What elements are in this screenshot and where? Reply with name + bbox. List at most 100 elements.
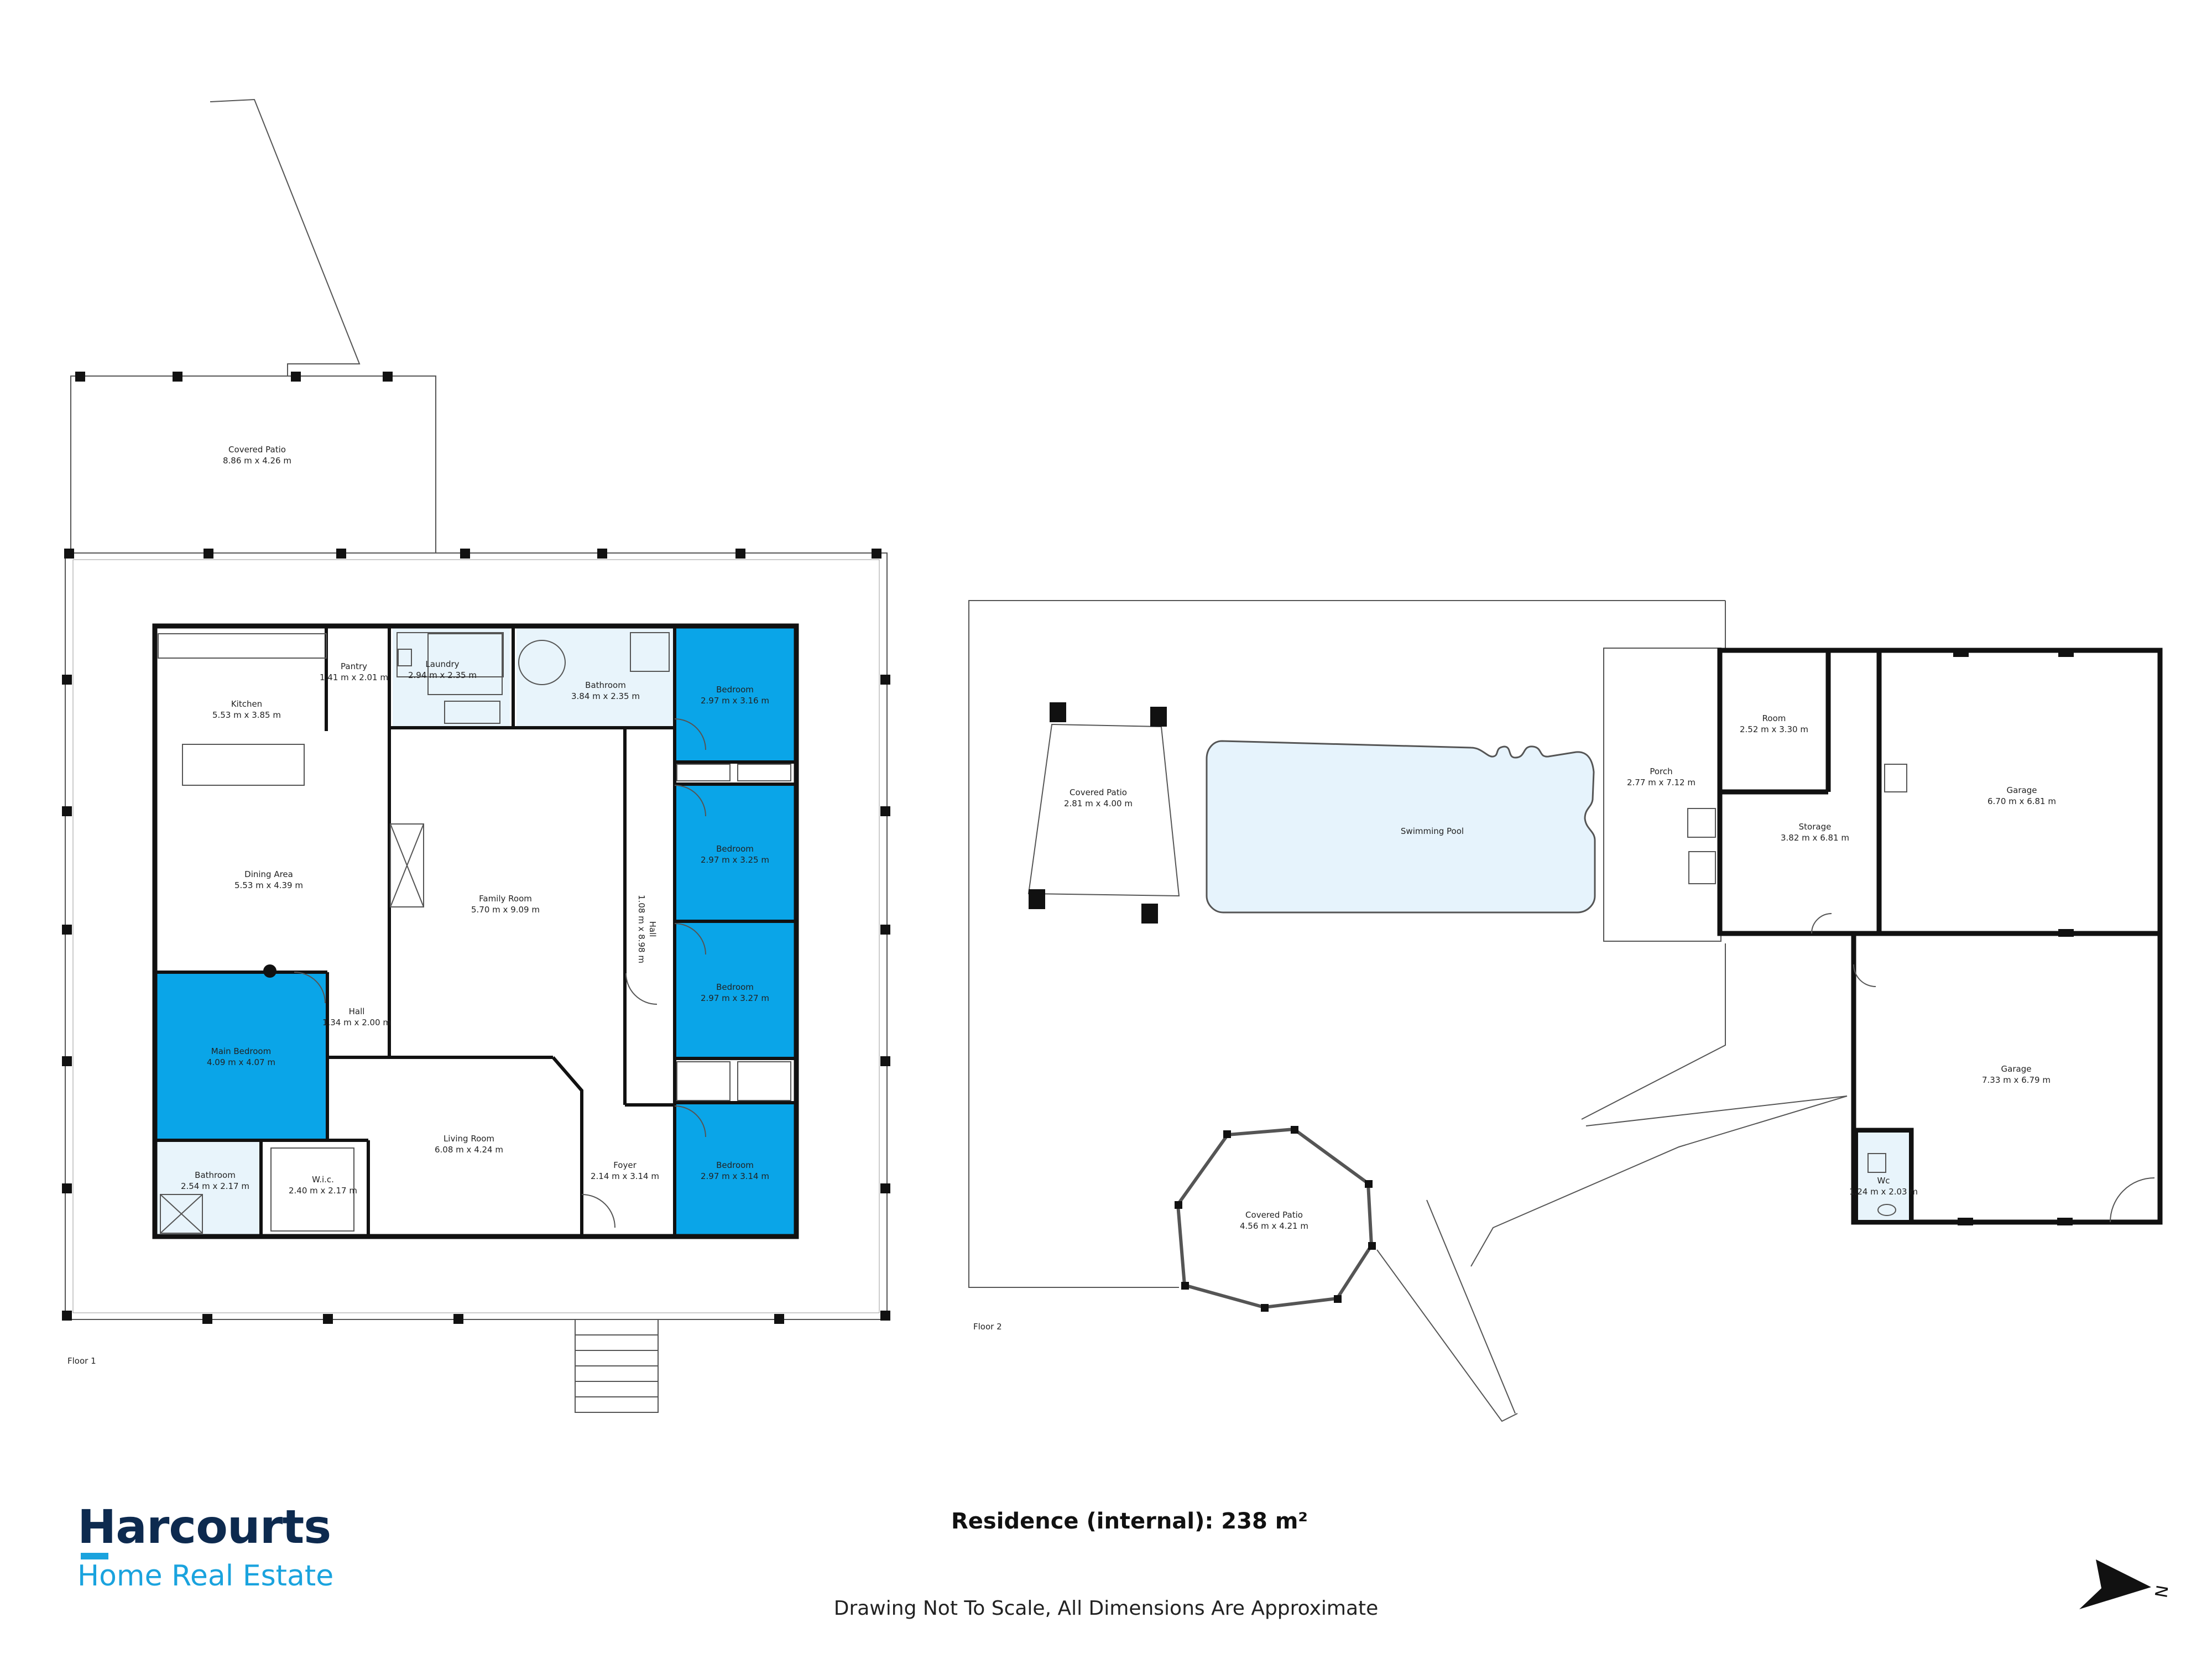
room-name: Covered Patio bbox=[1070, 787, 1127, 797]
outbuilding-fixtures bbox=[1811, 764, 2155, 1223]
room-dims: 3.82 m x 6.81 m bbox=[1781, 833, 1849, 843]
floor-1-label: Floor 1 bbox=[67, 1356, 96, 1366]
room-name: Bathroom bbox=[195, 1170, 236, 1180]
room-label: W.i.c.2.40 m x 2.17 m bbox=[289, 1175, 357, 1196]
room-name: Dining Area bbox=[244, 869, 293, 879]
floor-2: Covered Patio 2.81 m x 4.00 m Swimming Po… bbox=[968, 600, 2163, 1422]
room-dims: 2.94 m x 2.35 m bbox=[408, 670, 477, 680]
exterior-walls bbox=[152, 623, 799, 1239]
room-dims: 6.70 m x 6.81 m bbox=[1987, 796, 2056, 806]
room-name: Main Bedroom bbox=[211, 1046, 271, 1056]
room-label: Hall 1.34 m x 2.00 m bbox=[322, 1006, 391, 1027]
room-dims: 2.52 m x 3.30 m bbox=[1740, 724, 1808, 734]
covered-patio-small bbox=[1027, 702, 1180, 924]
room-dims: 6.08 m x 4.24 m bbox=[435, 1145, 503, 1155]
room-name: Kitchen bbox=[231, 699, 262, 709]
room-dims: 5.70 m x 9.09 m bbox=[471, 905, 540, 915]
veranda-posts bbox=[62, 372, 890, 1324]
veranda-outline bbox=[65, 552, 888, 1320]
room-name: Wc bbox=[1877, 1176, 1890, 1186]
floor-2-label: Floor 2 bbox=[973, 1322, 1002, 1332]
room-dims: 2.97 m x 3.25 m bbox=[701, 855, 769, 865]
octagon-posts bbox=[1175, 1126, 1376, 1312]
room-name: Swimming Pool bbox=[1401, 826, 1464, 836]
room-dims: 1.24 m x 2.03 m bbox=[1849, 1187, 1918, 1197]
room-name: Covered Patio bbox=[1245, 1210, 1303, 1220]
brand-logo-name: Harcourts bbox=[77, 1500, 331, 1554]
room-name: Pantry bbox=[341, 661, 367, 671]
outbuilding-walls bbox=[1717, 648, 2163, 1225]
room-dims: 8.86 m x 4.26 m bbox=[223, 456, 291, 466]
room-label: Hall1.08 m x 8.98 m bbox=[637, 895, 658, 963]
porch bbox=[1603, 648, 1721, 942]
room-dims: 2.97 m x 3.27 m bbox=[701, 993, 769, 1003]
room-name: Family Room bbox=[479, 894, 532, 904]
room-dims: 2.97 m x 3.16 m bbox=[701, 696, 769, 706]
fixtures bbox=[158, 632, 791, 1234]
room-dims: 1.08 m x 8.98 m bbox=[637, 895, 646, 963]
north-label: N bbox=[2152, 1584, 2168, 1599]
room-name: Bedroom bbox=[716, 982, 754, 992]
room-dims: 2.81 m x 4.00 m bbox=[1064, 799, 1133, 808]
north-arrow-icon: N bbox=[2079, 1559, 2168, 1609]
room-dims: 2.54 m x 2.17 m bbox=[181, 1181, 249, 1191]
room-name: Room bbox=[1762, 713, 1786, 723]
outbuilding-posts bbox=[1953, 649, 2074, 1225]
room-label: Covered Patio 2.81 m x 4.00 m bbox=[1064, 787, 1133, 808]
room-dims: 2.97 m x 3.14 m bbox=[701, 1171, 769, 1181]
entry-steps bbox=[575, 1319, 659, 1413]
room-dims: 2.40 m x 2.17 m bbox=[289, 1186, 357, 1196]
room-name: Garage bbox=[2007, 785, 2037, 795]
room-name: Storage bbox=[1799, 822, 1832, 832]
room-name: Foyer bbox=[613, 1160, 637, 1170]
room-name: Bathroom bbox=[585, 680, 626, 690]
brand-logo-bar bbox=[81, 1553, 108, 1559]
room-dims: 2.14 m x 3.14 m bbox=[591, 1171, 659, 1181]
room-name: Laundry bbox=[425, 659, 459, 669]
room-label: Swimming Pool bbox=[1401, 826, 1464, 836]
veranda-inner bbox=[72, 559, 880, 1313]
room-dims: 4.56 m x 4.21 m bbox=[1240, 1221, 1308, 1231]
covered-patio-north bbox=[70, 98, 436, 554]
residence-area: Residence (internal): 238 m² bbox=[951, 1509, 1308, 1534]
room-name: Bedroom bbox=[716, 1160, 754, 1170]
scale-disclaimer: Drawing Not To Scale, All Dimensions Are… bbox=[833, 1597, 1379, 1620]
yard-outline bbox=[968, 600, 1848, 1422]
floor-2-labels: Covered Patio 2.81 m x 4.00 m Swimming Po… bbox=[1064, 713, 2056, 1231]
porch-fixtures bbox=[1687, 808, 1716, 884]
room-dims: 1.41 m x 2.01 m bbox=[320, 672, 388, 682]
room-name: Hall bbox=[648, 921, 658, 937]
room-dims: 7.33 m x 6.79 m bbox=[1982, 1075, 2051, 1085]
room-dims: 4.09 m x 4.07 m bbox=[207, 1057, 275, 1067]
room-name: Living Room bbox=[444, 1134, 494, 1144]
room-dims: 1.34 m x 2.00 m bbox=[322, 1018, 391, 1027]
room-name: Hall bbox=[349, 1006, 365, 1016]
fixture-dot bbox=[263, 964, 276, 978]
room-dims: 2.77 m x 7.12 m bbox=[1627, 778, 1695, 787]
room-name: W.i.c. bbox=[312, 1175, 334, 1185]
room-name: Garage bbox=[2001, 1064, 2032, 1074]
